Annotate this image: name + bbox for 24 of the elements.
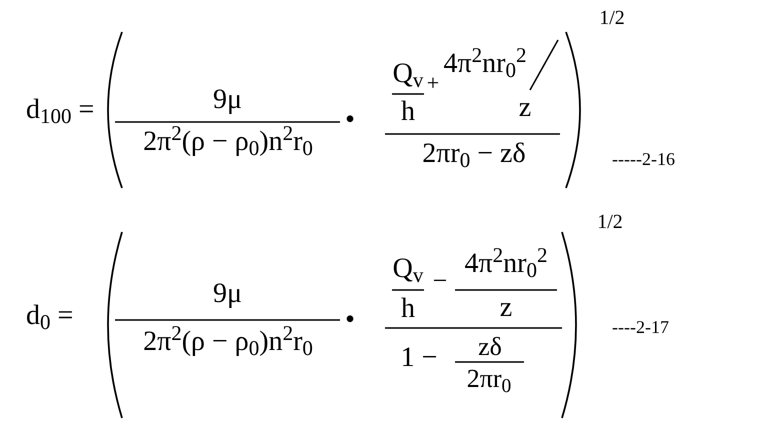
- formula-term: 1/2: [598, 8, 626, 28]
- formula-term: 1 −: [400, 344, 438, 372]
- formula-term: +: [426, 72, 440, 94]
- formula-term: −: [432, 268, 448, 294]
- formula-term: Q$_{v}$: [392, 60, 424, 88]
- formula-term: 1/2: [596, 212, 624, 232]
- formula-term: 9μ: [212, 86, 243, 114]
- formula-term: z: [518, 94, 532, 122]
- formula-term: -----2-16: [612, 150, 676, 168]
- formula-term: d$_{100}$ =: [26, 96, 96, 124]
- formula-term: h: [400, 295, 416, 323]
- formula-term: 2πr$_{0}$: [466, 366, 512, 392]
- formula-term: •: [344, 106, 356, 134]
- formula-term: d$_{0}$ =: [26, 302, 74, 330]
- formula-term: Q$_{v}$: [392, 255, 424, 283]
- formula-term: 2πr$_{0}$ − zδ: [421, 140, 527, 168]
- formula-term: ----2-17: [612, 318, 670, 336]
- formula-term: zδ: [477, 334, 503, 360]
- formula-term: z: [498, 294, 514, 322]
- formula-term: 2π$^{2}$(ρ − ρ$_{0}$)n$^{2}$r$_{0}$: [142, 128, 314, 156]
- formula-term: 2π$^{2}$(ρ − ρ$_{0}$)n$^{2}$r$_{0}$: [142, 328, 314, 356]
- formula-term: 9μ: [212, 280, 243, 308]
- formula-term: •: [344, 306, 356, 334]
- formula-term: h: [400, 98, 416, 126]
